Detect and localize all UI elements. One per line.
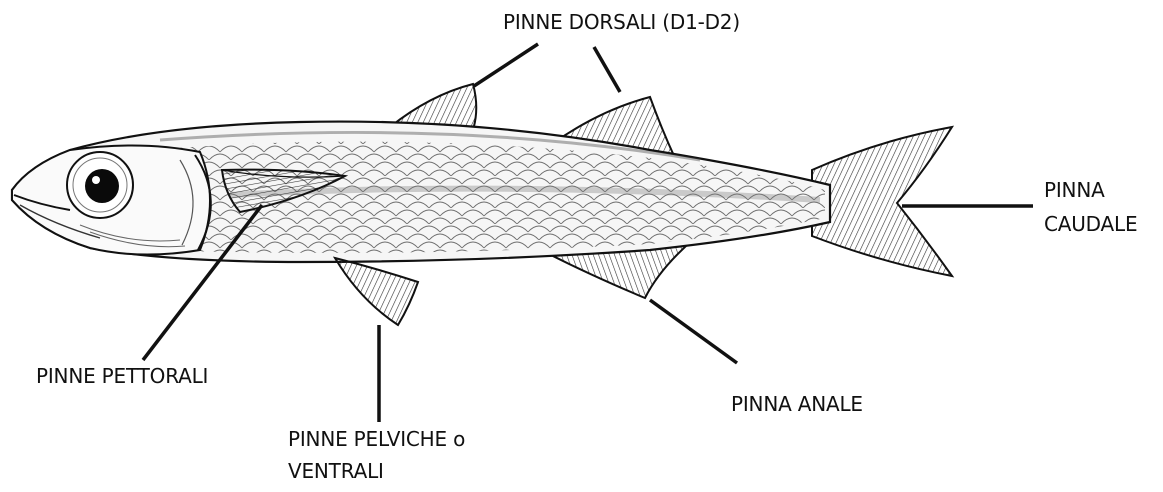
label-pelvic-fins-line2: VENTRALI: [288, 455, 384, 487]
pelvic-fin: [335, 258, 418, 325]
fish-eye: [67, 152, 133, 218]
leader-line-dorsal-1: [474, 44, 538, 86]
label-pelvic-fins-line1: PINNE PELVICHE o: [288, 423, 465, 455]
leader-line-anal: [650, 300, 737, 363]
label-caudal-fin-line2: CAUDALE: [1044, 208, 1137, 240]
label-anal-fin: PINNA ANALE: [731, 388, 863, 420]
label-dorsal-fins: PINNE DORSALI (D1-D2): [503, 6, 740, 38]
label-pectoral-fins: PINNE PETTORALI: [36, 360, 208, 392]
label-caudal-fin-line1: PINNA: [1044, 174, 1105, 206]
leader-line-dorsal-2: [594, 47, 620, 92]
caudal-fin: [812, 127, 952, 276]
